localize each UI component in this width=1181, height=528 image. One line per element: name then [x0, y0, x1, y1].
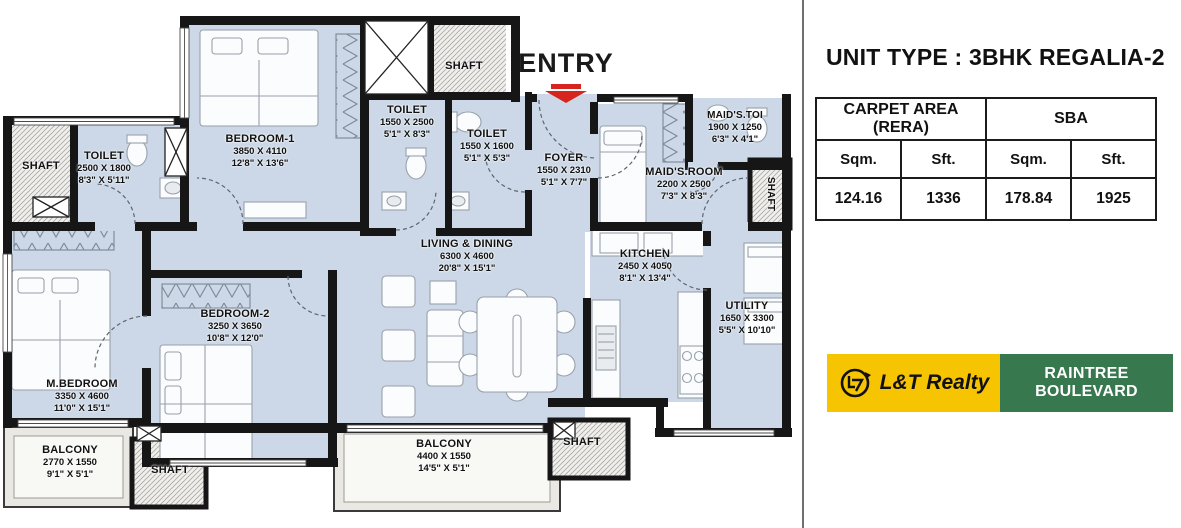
- entry-arrow: [545, 84, 587, 103]
- windows: [2, 27, 775, 467]
- room-label-balcony-center: BALCONY 4400 X 1550 14'5" X 5'1": [416, 438, 472, 474]
- table-value-carpet-sqm: 124.16: [815, 177, 902, 221]
- room-label-maids-room: MAID'S.ROOM 2200 X 2500 7'3" X 8'3": [645, 166, 723, 202]
- table-subheader: Sft.: [900, 139, 987, 179]
- table-value-carpet-sft: 1336: [900, 177, 987, 221]
- table-value-sba-sft: 1925: [1070, 177, 1157, 221]
- panel-divider: [802, 0, 804, 528]
- unit-title: UNIT TYPE : 3BHK REGALIA-2: [826, 44, 1165, 70]
- room-label-bedroom2: BEDROOM-2 3250 X 3650 10'8" X 12'0": [200, 308, 270, 344]
- room-label-toilet-foyer: TOILET 1550 X 1600 5'1" X 5'3": [460, 128, 514, 164]
- room-label-bedroom1: BEDROOM-1 3850 X 4110 12'8" X 13'6": [225, 133, 295, 169]
- room-label-shaft-bottomleft: SHAFT: [151, 464, 189, 476]
- table-subheader: Sqm.: [985, 139, 1072, 179]
- room-label-shaft-right: SHAFT: [765, 176, 777, 212]
- room-label-shaft-top: SHAFT: [445, 60, 483, 72]
- lnt-realty-logo: L&T Realty: [827, 354, 1000, 412]
- furniture: [11, 29, 789, 462]
- table-header-carpet-area: CARPET AREA (RERA): [815, 97, 987, 141]
- table-header-sba: SBA: [985, 97, 1157, 141]
- table-value-sba-sqm: 178.84: [985, 177, 1072, 221]
- room-label-kitchen: KITCHEN 2450 X 4050 8'1" X 13'4": [618, 248, 672, 284]
- project-name: RAINTREE BOULEVARD: [1035, 365, 1138, 400]
- area-table: CARPET AREA (RERA) SBA Sqm. Sft. Sqm. Sf…: [815, 97, 1157, 221]
- table-subheader: Sft.: [1070, 139, 1157, 179]
- balcony-left-shape: [3, 426, 134, 508]
- lnt-logo-icon: [840, 368, 871, 398]
- room-label-balcony-left: BALCONY 2770 X 1550 9'1" X 5'1": [42, 444, 98, 480]
- room-label-maids-toilet: MAID'S.TOI 1900 X 1250 6'3" X 4'1": [707, 110, 763, 145]
- entry-label: ENTRY: [518, 48, 614, 78]
- room-label-foyer: FOYER 1550 X 2310 5'1" X 7'7": [537, 152, 591, 188]
- brand-name: L&T Realty: [879, 371, 990, 394]
- room-label-utility: UTILITY 1650 X 3300 5'5" X 10'10": [718, 300, 776, 336]
- room-label-toilet-master: TOILET 2500 X 1800 8'3" X 5'11": [77, 150, 131, 186]
- room-label-shaft-bottomcenter: SHAFT: [563, 436, 601, 448]
- floorplan-svg: [2, 16, 793, 512]
- table-subheader: Sqm.: [815, 139, 902, 179]
- room-label-shaft-topleft: SHAFT: [22, 160, 60, 172]
- door-arcs: [94, 99, 749, 369]
- room-label-m-bedroom: M.BEDROOM 3350 X 4600 11'0" X 15'1": [46, 378, 118, 414]
- duct-boxes: [32, 20, 576, 442]
- balcony-center-shape: [333, 424, 561, 512]
- project-name-badge: RAINTREE BOULEVARD: [1000, 354, 1173, 412]
- room-label-living-dining: LIVING & DINING 6300 X 4600 20'8" X 15'1…: [420, 238, 514, 274]
- room-label-toilet-common: TOILET 1550 X 2500 5'1" X 8'3": [380, 104, 434, 140]
- brand-bar: L&T Realty RAINTREE BOULEVARD: [827, 354, 1173, 412]
